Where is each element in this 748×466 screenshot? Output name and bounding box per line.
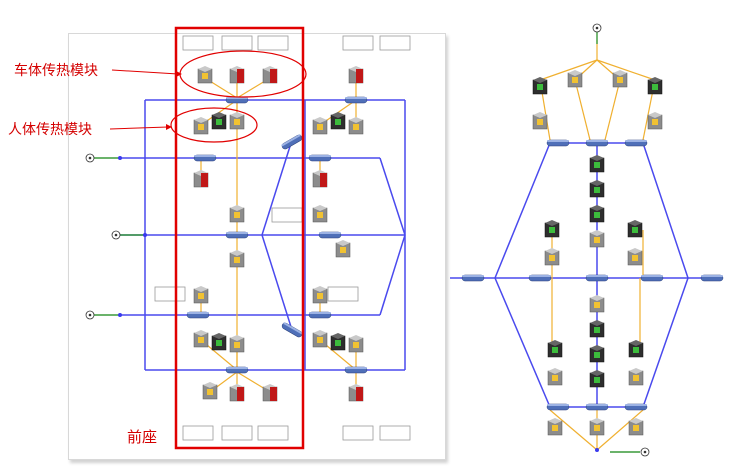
human-heat-module-label: 人体传热模块 — [8, 122, 92, 138]
right-flow-lines — [450, 142, 720, 408]
right-exchangers — [461, 139, 724, 411]
highlight-overlay — [109, 26, 307, 450]
left-flow-lines — [120, 99, 406, 371]
body-heat-arrowhead — [176, 71, 182, 77]
left-model-canvas — [68, 33, 446, 460]
human-heat-arrowhead — [166, 124, 172, 130]
human-heat-arrow — [109, 126, 169, 130]
front-seat-frame — [174, 26, 305, 450]
body-heat-module-label: 车体传热模块 — [14, 63, 98, 79]
front-seat-label: 前座 — [127, 428, 158, 446]
human-heat-ellipse — [170, 107, 258, 143]
body-heat-arrow — [111, 69, 179, 75]
left-sources — [85, 153, 147, 320]
left-label-boxes — [154, 35, 411, 441]
left-ground-lines — [92, 157, 145, 316]
